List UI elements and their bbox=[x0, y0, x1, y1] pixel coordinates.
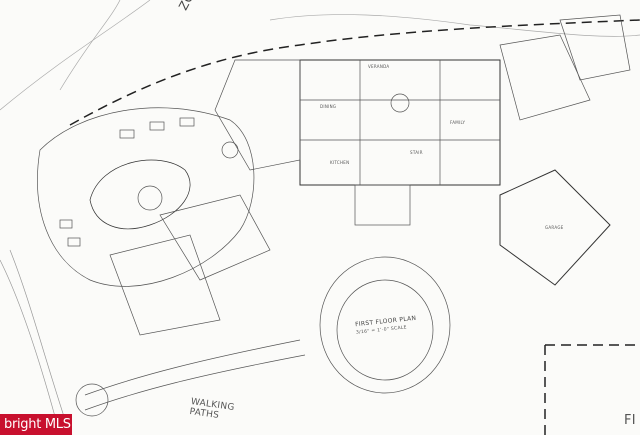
far-right-wing bbox=[559, 14, 631, 81]
contour-line bbox=[9, 249, 71, 435]
contour-line bbox=[59, 0, 121, 91]
roundabout bbox=[75, 383, 109, 417]
room-label-family: FAMILY bbox=[450, 120, 466, 125]
contour-line bbox=[0, 259, 61, 435]
lower-wing bbox=[109, 234, 221, 336]
furniture bbox=[179, 117, 195, 127]
contour-line bbox=[0, 0, 151, 111]
room-label-dining: DINING bbox=[320, 104, 337, 109]
pool-terrace bbox=[37, 107, 255, 287]
room-label-veranda: VERANDA bbox=[368, 64, 390, 69]
room-label-stair: STAIR bbox=[410, 150, 423, 155]
spa bbox=[137, 185, 163, 211]
pool bbox=[89, 159, 191, 230]
motor-court-inner bbox=[336, 279, 434, 381]
right-wing bbox=[499, 34, 591, 121]
table bbox=[221, 141, 239, 159]
edge-text: FI bbox=[624, 413, 636, 428]
walking-path bbox=[84, 354, 306, 411]
furniture bbox=[67, 237, 81, 247]
garage bbox=[499, 169, 611, 286]
furniture bbox=[119, 129, 135, 139]
left-wing bbox=[214, 59, 301, 171]
entry-wing bbox=[354, 184, 411, 226]
furniture bbox=[149, 121, 165, 131]
main-house bbox=[299, 59, 501, 186]
room-label-garage: GARAGE bbox=[545, 225, 564, 230]
mls-watermark: bright MLS bbox=[0, 414, 72, 435]
furniture bbox=[59, 219, 73, 229]
contour-line bbox=[269, 14, 640, 37]
setback-line bbox=[69, 19, 640, 126]
walking-path bbox=[84, 339, 301, 396]
motor-court bbox=[319, 256, 451, 394]
guest-wing bbox=[159, 194, 271, 281]
table bbox=[390, 93, 410, 113]
room-label-kitchen: KITCHEN bbox=[330, 160, 350, 165]
